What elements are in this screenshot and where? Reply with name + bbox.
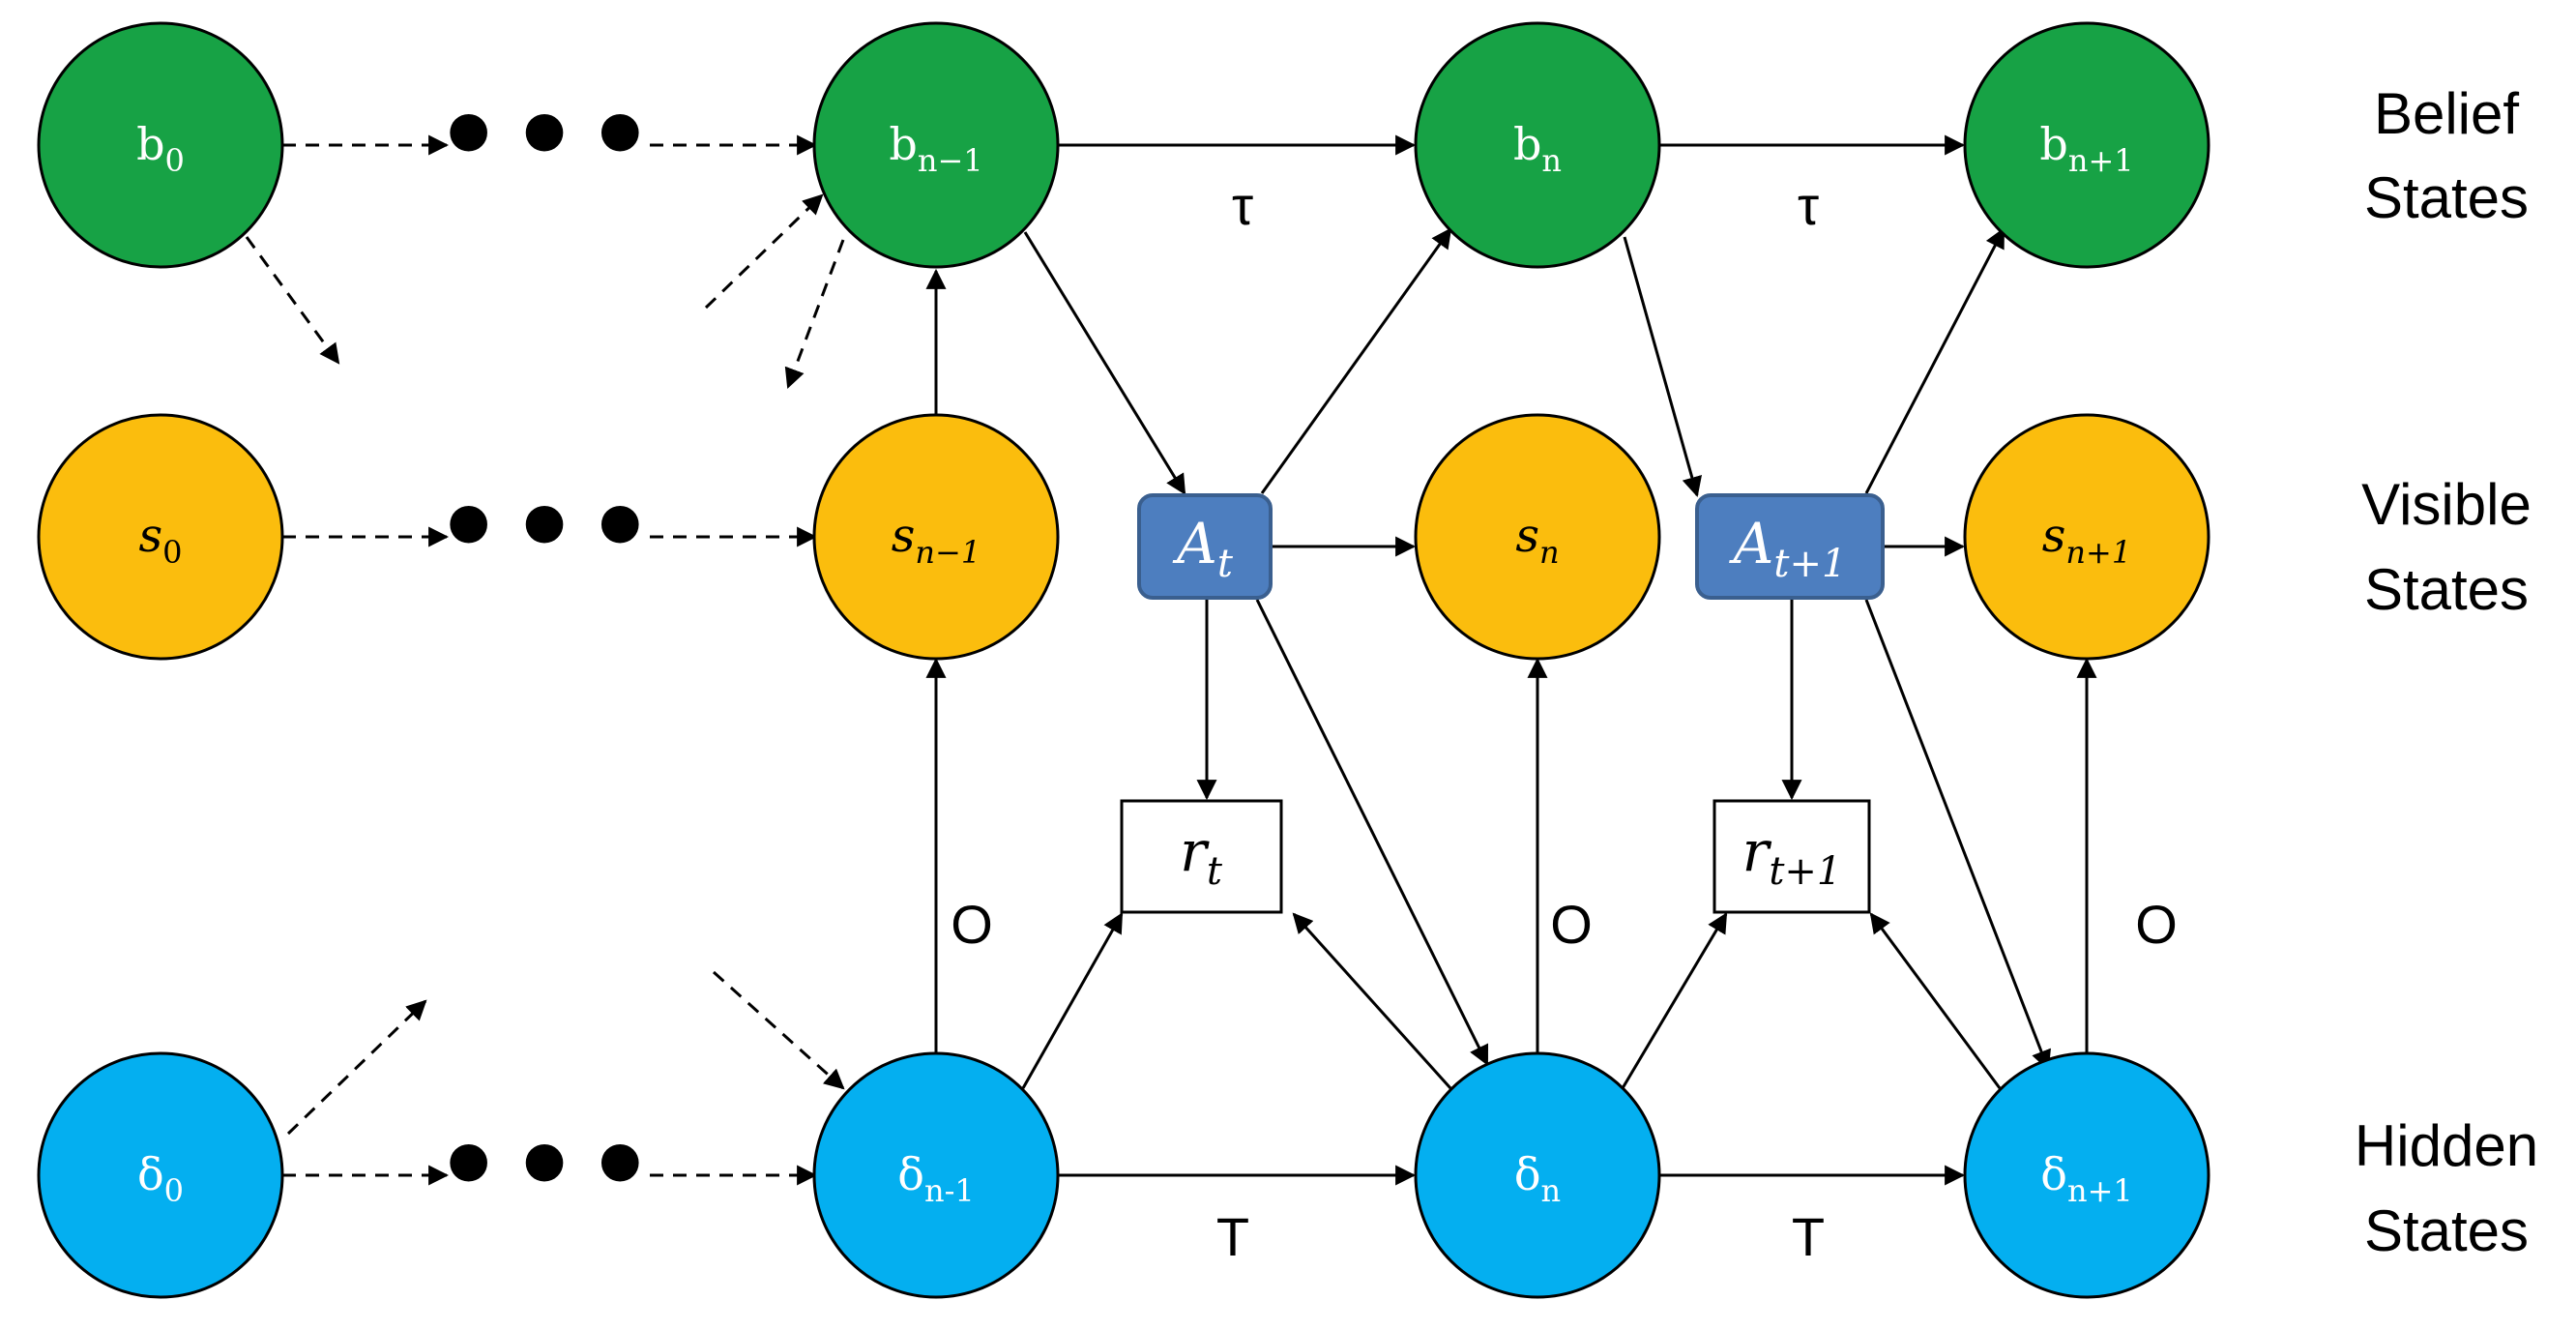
action-node-t-plus-1-label: At+1 xyxy=(1729,511,1847,586)
edge-b0-diag xyxy=(245,236,340,365)
belief-node-n xyxy=(1414,21,1661,269)
visible-node-0 xyxy=(37,413,284,661)
belief-node-n-label: bn xyxy=(1513,118,1562,179)
hidden-node-n-plus-1-label: δn+1 xyxy=(2040,1148,2132,1209)
hidden-node-0-label: δ0 xyxy=(137,1148,184,1209)
observation-label-3: O xyxy=(2135,894,2178,955)
belief-row: b0 bn−1 bn bn+1 xyxy=(37,21,2210,269)
observation-label-1: O xyxy=(951,894,993,955)
row-label-belief-line1: Belief xyxy=(2374,81,2519,146)
visible-node-n-plus-1-label: sn+1 xyxy=(2042,509,2131,571)
edge-bn-to-At1 xyxy=(1623,236,1702,498)
ellipsis-visible: ••• xyxy=(435,465,662,589)
edge-dn-to-rt1 xyxy=(1621,912,1728,1089)
visible-node-0-label: s0 xyxy=(139,509,183,571)
edge-dn1-to-rt xyxy=(1021,912,1124,1089)
transition-label-2: T xyxy=(1792,1206,1825,1267)
reward-node-t xyxy=(1120,799,1283,914)
belief-node-n-plus-1 xyxy=(1963,21,2210,269)
visible-node-n-label: sn xyxy=(1515,509,1559,571)
ellipses: ••• ••• ••• xyxy=(435,74,662,1227)
edges xyxy=(245,134,2097,1186)
observation-label-2: O xyxy=(1550,894,1593,955)
action-node-t-label: At xyxy=(1172,511,1234,586)
hidden-node-n-minus-1 xyxy=(812,1051,1060,1299)
edge-At-to-dn xyxy=(1255,599,1489,1066)
belief-node-0 xyxy=(37,21,284,269)
edge-out-bn1-diag xyxy=(784,239,845,389)
reward-node-t-plus-1 xyxy=(1712,799,1871,914)
reward-node-t-label: rt xyxy=(1180,818,1223,894)
edge-dnp1-to-rt1 xyxy=(1869,912,2002,1089)
edge-At1-to-bnp1 xyxy=(1864,227,2005,494)
edge-At-to-bn xyxy=(1260,227,1452,494)
edge-d0-diag xyxy=(286,999,427,1136)
belief-node-n-plus-1-label: bn+1 xyxy=(2039,118,2133,179)
belief-node-n-minus-1 xyxy=(812,21,1060,269)
action-node-t xyxy=(1137,493,1273,600)
action-nodes: At At+1 xyxy=(1137,493,1885,600)
ellipsis-belief: ••• xyxy=(435,74,662,197)
belief-node-0-label: b0 xyxy=(136,118,185,179)
hidden-node-n-plus-1 xyxy=(1963,1051,2210,1299)
edge-bn1-to-At xyxy=(1023,231,1186,495)
row-label-visible-line1: Visible xyxy=(2361,472,2532,537)
reward-nodes: rt rt+1 xyxy=(1120,799,1871,914)
hidden-node-0 xyxy=(37,1051,284,1299)
transition-label-1: T xyxy=(1216,1206,1249,1267)
edge-dn-to-rt xyxy=(1292,912,1452,1090)
row-label-belief-line2: States xyxy=(2364,165,2529,230)
row-label-hidden-line2: States xyxy=(2364,1198,2529,1263)
hidden-node-n-label: δn xyxy=(1514,1148,1561,1209)
visible-node-n xyxy=(1414,413,1661,661)
hidden-node-n xyxy=(1414,1051,1661,1299)
hidden-node-n-minus-1-label: δn-1 xyxy=(897,1148,974,1209)
edge-labels: τ τ T T O O O xyxy=(951,175,2178,1267)
ellipsis-hidden: ••• xyxy=(435,1104,662,1227)
row-label-hidden-line1: Hidden xyxy=(2355,1113,2538,1178)
row-labels: Belief States Visible States Hidden Stat… xyxy=(2355,81,2538,1263)
visible-node-n-minus-1-label: sn−1 xyxy=(892,509,981,571)
hidden-row: δ0 δn-1 δn δn+1 xyxy=(37,1051,2210,1299)
belief-node-n-minus-1-label: bn−1 xyxy=(889,118,982,179)
edge-At1-to-dnp1 xyxy=(1864,599,2051,1071)
visible-node-n-plus-1 xyxy=(1963,413,2210,661)
edge-into-dn1-diag xyxy=(712,970,845,1090)
action-node-t-plus-1 xyxy=(1695,493,1885,600)
tau-label-2: τ xyxy=(1798,175,1819,236)
tau-label-1: τ xyxy=(1232,175,1253,236)
visible-node-n-minus-1 xyxy=(812,413,1060,661)
reward-node-t-plus-1-label: rt+1 xyxy=(1742,818,1842,894)
row-label-visible-line2: States xyxy=(2364,557,2529,622)
visible-row: s0 sn−1 sn sn+1 xyxy=(37,413,2210,661)
edge-into-bn1-diag xyxy=(704,193,824,310)
